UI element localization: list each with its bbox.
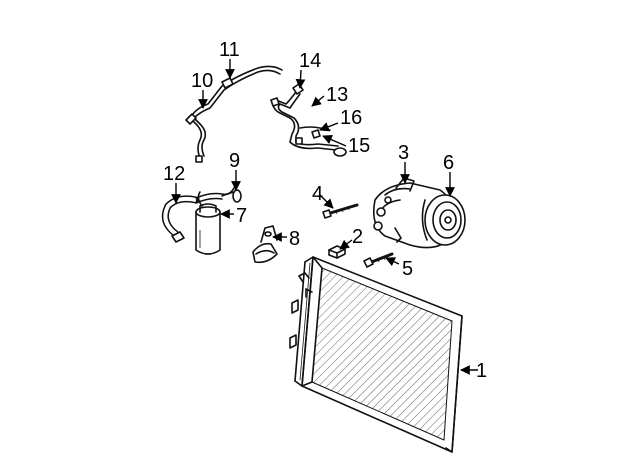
leader-2 [339,239,353,250]
callout-13: 13 [326,84,348,106]
bolt-4 [322,203,359,219]
condenser [289,256,463,453]
callout-16: 16 [340,107,362,129]
bolt-5 [363,252,394,268]
callout-4: 4 [312,183,323,205]
leader-14 [295,69,306,89]
callout-7: 7 [236,205,247,227]
callout-14: 14 [299,50,321,72]
callout-8: 8 [289,228,300,250]
leader-lines [171,59,478,375]
callout-6: 6 [443,152,454,174]
callout-2: 2 [352,226,363,248]
callout-9: 9 [229,150,240,172]
hose-10-11 [185,65,283,163]
leader-16 [319,122,339,132]
callout-labels: 1 2 3 4 5 6 7 8 9 10 11 12 13 14 15 16 [163,39,487,382]
bracket-8 [252,225,278,264]
callout-10: 10 [191,70,213,92]
leader-15 [322,135,347,147]
callout-1: 1 [476,360,487,382]
leader-5 [385,257,400,267]
callout-15: 15 [348,135,370,157]
hose-12 [161,187,235,243]
leader-13 [311,95,325,107]
callout-12: 12 [163,163,185,185]
compressor [372,177,466,249]
accumulator [195,191,221,255]
callout-11: 11 [219,39,240,61]
callout-3: 3 [398,142,409,164]
leader-4 [319,194,334,209]
callout-5: 5 [402,258,413,280]
